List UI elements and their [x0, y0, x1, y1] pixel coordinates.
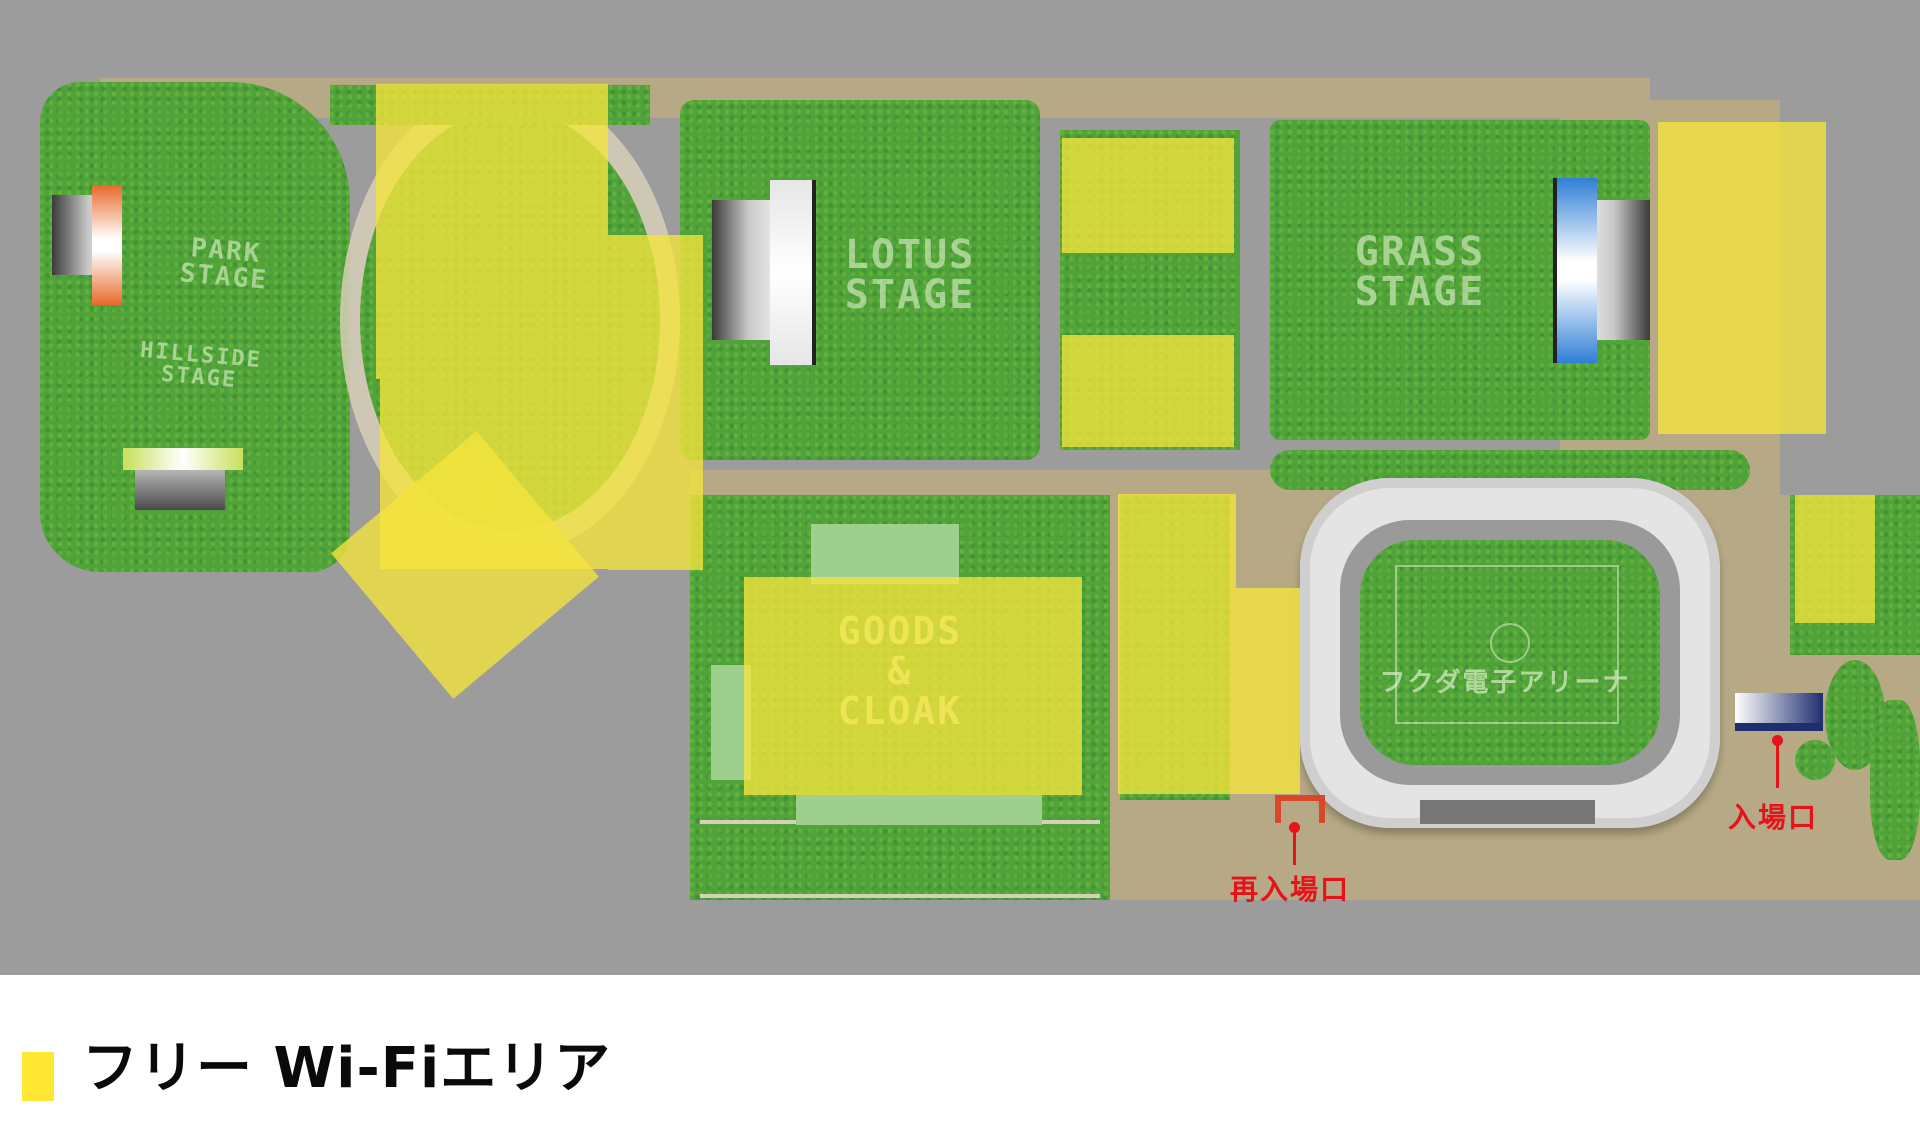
- hillside-stage-front-icon: [123, 448, 243, 470]
- yellow-square-icon: [22, 1052, 54, 1101]
- goods-light-rect-top: [811, 524, 959, 584]
- grass-stage-label-line1: GRASS: [1354, 229, 1486, 275]
- goods-cloak-label: GOODS & CLOAK: [820, 609, 980, 733]
- wifi-area-central-east: [608, 235, 703, 570]
- grass-stage-speaker-icon: [1590, 200, 1650, 340]
- wifi-area-middle-north: [1062, 138, 1234, 253]
- lotus-stage-label: LOTUS STAGE: [830, 235, 990, 315]
- arena-main-stand: [1420, 800, 1595, 824]
- grass-stage-label-line2: STAGE: [1354, 269, 1486, 315]
- goods-track-lines: [700, 820, 1100, 898]
- tree-east-2: [1870, 700, 1920, 860]
- re-entrance-pin-line: [1293, 830, 1296, 865]
- lotus-stage-speaker-icon: [712, 200, 772, 340]
- wifi-area-garden: [1118, 494, 1236, 794]
- arena-center-circle: [1490, 623, 1530, 663]
- park-stage-front-icon: [92, 185, 122, 305]
- re-entrance-pin-dot: [1289, 822, 1300, 833]
- goods-light-rect-bottom: [796, 795, 1042, 825]
- lotus-stage-label-line1: LOTUS: [844, 232, 976, 278]
- wifi-area-goods: [744, 577, 1082, 795]
- legend-free-wifi-label: フリー Wi-Fiエリア: [82, 1036, 612, 1101]
- arena-pitch-lines: [1395, 565, 1619, 724]
- re-entrance-gate-icon[interactable]: [1275, 795, 1325, 823]
- entrance-gate-icon[interactable]: [1735, 693, 1823, 731]
- wifi-area-east-grandstand: [1658, 122, 1826, 434]
- wifi-area-middle-south: [1062, 335, 1234, 447]
- entrance-label[interactable]: 入場口: [1728, 801, 1819, 834]
- entrance-pin-dot: [1772, 735, 1783, 746]
- wifi-area-east-kiosk: [1795, 495, 1875, 623]
- grass-stage-front-icon: [1553, 178, 1597, 363]
- map-legend: フリー Wi-Fiエリア: [0, 975, 1920, 1136]
- tree-east-3: [1795, 740, 1835, 780]
- lotus-stage-front-icon: [770, 180, 816, 365]
- arena-label: フクダ電子アリーナ: [1379, 668, 1631, 698]
- venue-map: PARK STAGE HILLSIDE STAGE LOTUS STAGE GR…: [0, 0, 1920, 975]
- re-entrance-label[interactable]: 再入場口: [1230, 873, 1351, 906]
- wifi-area-arena-west: [1236, 588, 1300, 794]
- lotus-stage-label-line2: STAGE: [844, 272, 976, 318]
- grass-stage-label: GRASS STAGE: [1340, 232, 1500, 312]
- goods-label-line2: &: [887, 648, 913, 693]
- tree-cluster: [1270, 450, 1750, 490]
- goods-label-line1: GOODS: [837, 609, 963, 653]
- wifi-area-central-north: [376, 84, 608, 379]
- goods-label-line3: CLOAK: [837, 688, 963, 733]
- entrance-pin-line: [1776, 743, 1779, 788]
